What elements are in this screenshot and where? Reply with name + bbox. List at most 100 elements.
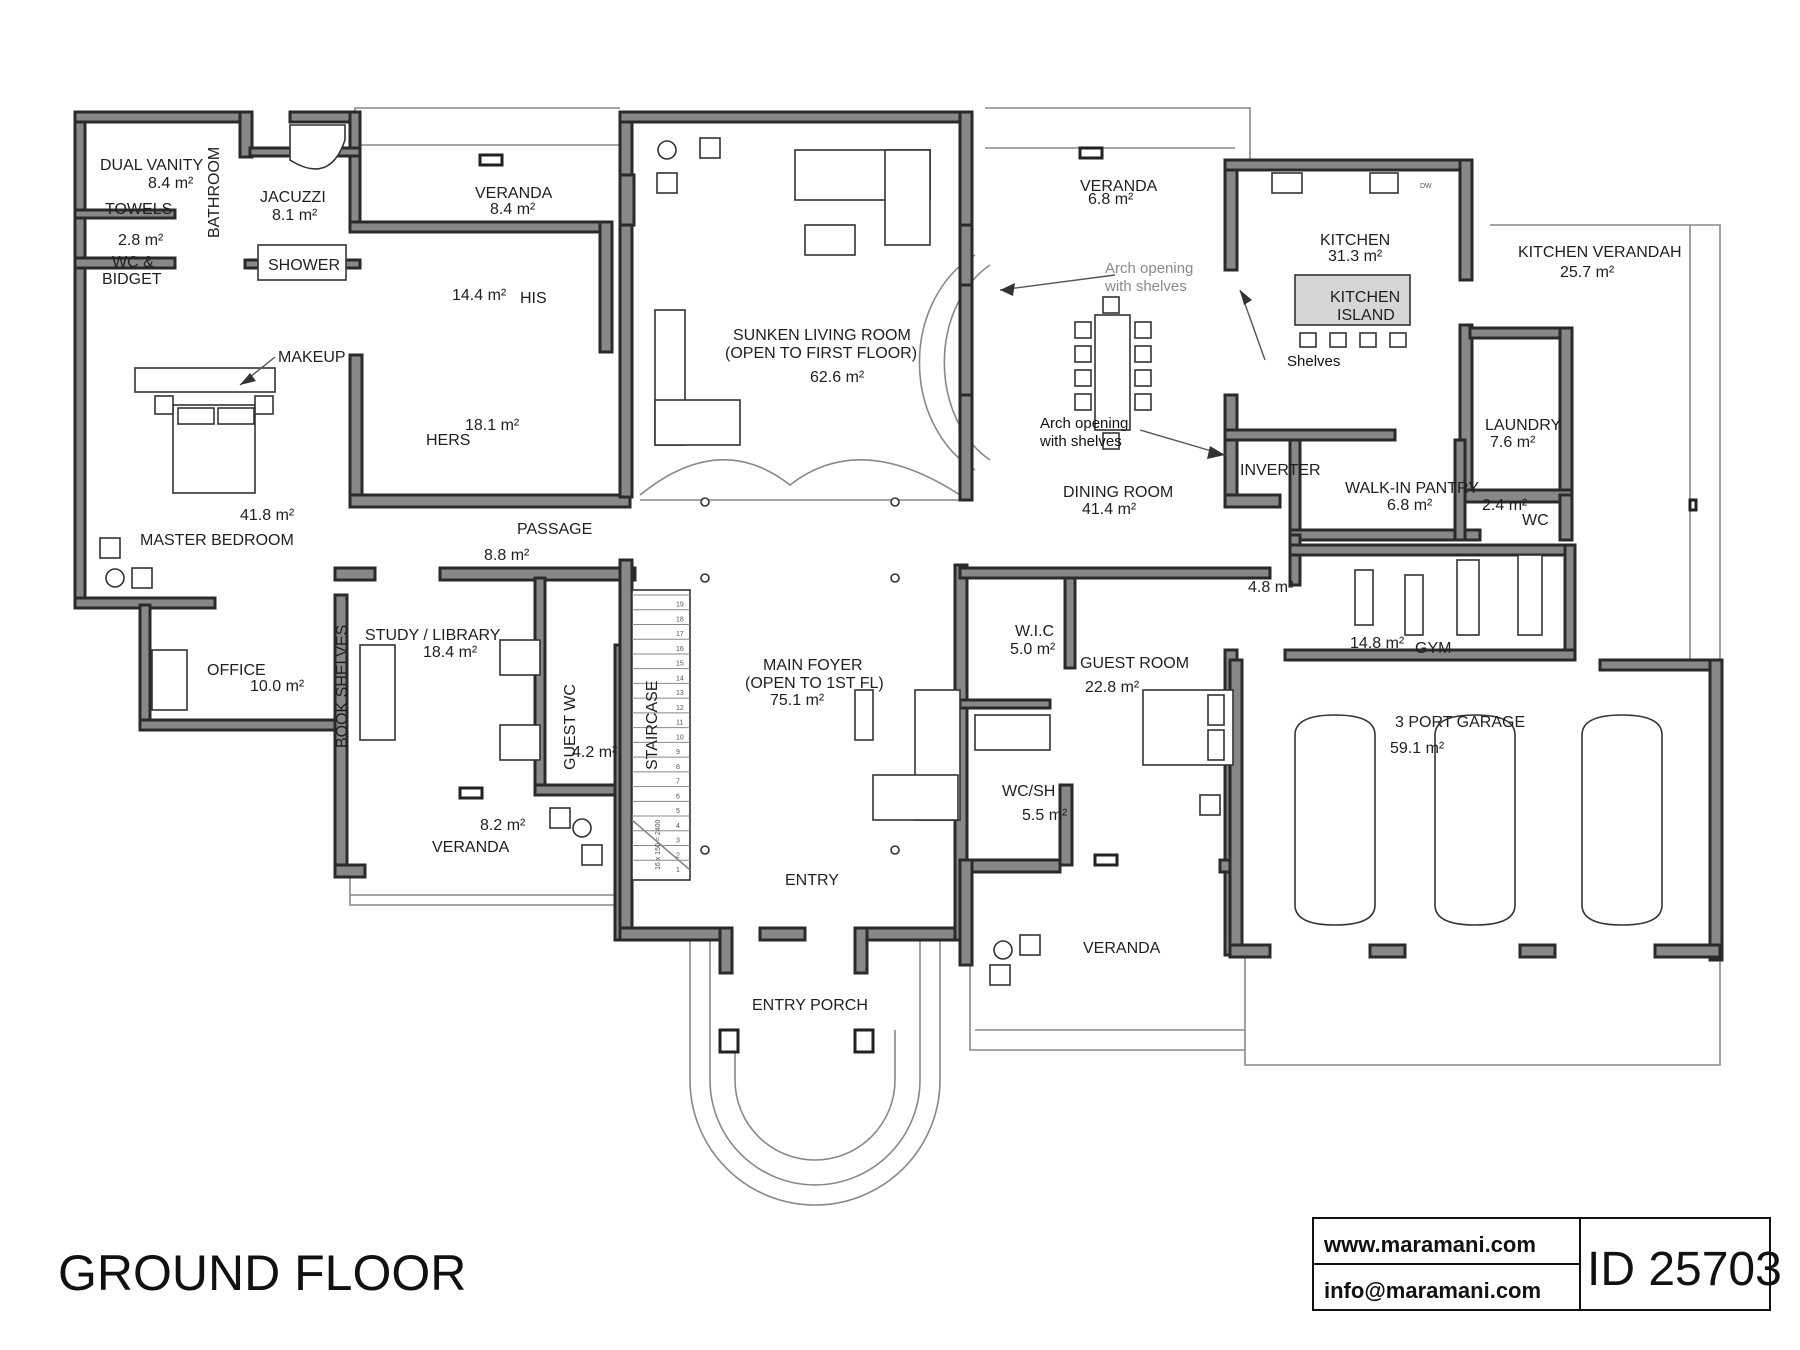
kitchen-area: 31.3 m² <box>1328 248 1383 265</box>
stair-step-number: 5 <box>676 808 680 815</box>
walls <box>73 110 1724 975</box>
kitchen-island-label-1: KITCHEN <box>1330 289 1400 306</box>
guest-room-label: GUEST ROOM <box>1080 655 1189 672</box>
gym-label: GYM <box>1415 640 1451 657</box>
staircase-label: STAIRCASE <box>644 681 661 771</box>
master-bedroom-area: 41.8 m² <box>240 507 295 524</box>
gym-area: 14.8 m² <box>1350 635 1405 652</box>
living-label-1: SUNKEN LIVING ROOM <box>733 327 911 344</box>
stair-step-number: 16 <box>676 646 684 653</box>
kitchen-verandah-label: KITCHEN VERANDAH <box>1518 244 1682 261</box>
veranda-guest-label: VERANDA <box>1083 940 1161 957</box>
stair-step-number: 15 <box>676 661 684 668</box>
pantry-label: WALK-IN PANTRY <box>1345 480 1479 497</box>
columns <box>458 146 1698 1054</box>
brand-block: www.maramani.com info@maramani.com ID 25… <box>1312 1217 1782 1311</box>
stair-step-number: 11 <box>676 720 683 727</box>
master-bedroom-label: MASTER BEDROOM <box>140 532 294 549</box>
website-text: www.maramani.com <box>1323 1232 1536 1257</box>
his-label: HIS <box>520 290 547 307</box>
stair-step-number: 4 <box>676 823 680 830</box>
jacuzzi-area: 8.1 m² <box>272 207 318 224</box>
stair-step-number: 19 <box>676 602 684 609</box>
page-title: GROUND FLOOR <box>58 1245 466 1301</box>
veranda-dining-label: VERANDA <box>1080 178 1158 195</box>
passage-area: 8.8 m² <box>484 547 530 564</box>
jacuzzi-label: JACUZZI <box>260 189 326 206</box>
wc-sh-area: 5.5 m² <box>1022 807 1068 824</box>
arch-note-1-line-2: with shelves <box>1104 278 1187 295</box>
guest-wc-label: GUEST WC <box>562 684 579 770</box>
stair-step-number: 9 <box>676 749 680 756</box>
pantry-area: 6.8 m² <box>1387 497 1433 514</box>
room-labels: DUAL VANITY 8.4 m² TOWELS BATHROOM JACUZ… <box>100 147 1682 1014</box>
arrows <box>239 274 1266 459</box>
wc-bidget-area: 2.8 m² <box>118 232 164 249</box>
shelves-label: Shelves <box>1287 353 1340 370</box>
stair-step-number: 7 <box>676 779 680 786</box>
stair-step-number: 6 <box>676 793 680 800</box>
dining-label: DINING ROOM <box>1063 484 1173 501</box>
kitchen-label: KITCHEN <box>1320 232 1390 249</box>
wc-bidget-label-2: BIDGET <box>102 271 162 288</box>
dual-vanity-area: 8.4 m² <box>148 175 194 192</box>
living-label-2: (OPEN TO FIRST FLOOR) <box>725 345 917 362</box>
furniture <box>99 124 1663 986</box>
laundry-area: 7.6 m² <box>1490 434 1536 451</box>
stair-step-number: 2 <box>676 852 680 859</box>
wc-bidget-label-1: WC & <box>112 254 154 271</box>
makeup-label: MAKEUP <box>278 349 346 366</box>
passage-label: PASSAGE <box>517 521 592 538</box>
stair-step-number: 14 <box>676 675 684 682</box>
kitchen-verandah-area: 25.7 m² <box>1560 264 1615 281</box>
veranda-dining-area: 6.8 m² <box>1088 191 1134 208</box>
arch-note-1-line-1: Arch opening <box>1105 260 1193 277</box>
stair-step-number: 3 <box>676 838 680 845</box>
kitchen-island-label-2: ISLAND <box>1337 307 1395 324</box>
arch-note-2-line-1: Arch opening <box>1040 415 1128 432</box>
wic-area: 5.0 m² <box>1010 641 1056 658</box>
office-area: 10.0 m² <box>250 678 305 695</box>
dual-vanity-label: DUAL VANITY <box>100 157 203 174</box>
shower-label: SHOWER <box>268 257 340 274</box>
stair-step-number: 18 <box>676 616 684 623</box>
book-shelves-label: BOOK SHELVES <box>334 625 351 748</box>
laundry-label: LAUNDRY <box>1485 417 1562 434</box>
entry-porch-label: ENTRY PORCH <box>752 997 868 1014</box>
garage-area: 59.1 m² <box>1390 740 1445 757</box>
stair-step-number: 1 <box>676 867 680 874</box>
veranda-study-area: 8.2 m² <box>480 817 526 834</box>
inverter-label: INVERTER <box>1240 462 1321 479</box>
dining-area: 41.4 m² <box>1082 501 1137 518</box>
guest-wc-area: 4.2 m² <box>572 744 618 761</box>
staircase-note: 16 x 150 = 2400 <box>655 819 662 870</box>
foyer-label-1: MAIN FOYER <box>763 657 863 674</box>
stair-step-number: 12 <box>676 705 684 712</box>
veranda-top-area: 8.4 m² <box>490 201 536 218</box>
veranda-top-label: VERANDA <box>475 185 553 202</box>
hers-area: 18.1 m² <box>465 417 520 434</box>
study-area: 18.4 m² <box>423 644 478 661</box>
his-area: 14.4 m² <box>452 287 507 304</box>
plan-id-text: ID 25703 <box>1587 1243 1782 1296</box>
dw-label: DW <box>1420 183 1432 190</box>
guest-room-area: 22.8 m² <box>1085 679 1140 696</box>
hers-label: HERS <box>426 432 470 449</box>
staircase <box>631 589 691 881</box>
veranda-study-label: VERANDA <box>432 839 510 856</box>
office-label: OFFICE <box>207 662 266 679</box>
arch-note-2-line-2: with shelves <box>1039 433 1122 450</box>
stair-step-number: 10 <box>676 734 684 741</box>
wc-small-area: 2.4 m² <box>1482 497 1528 514</box>
foyer-label-2: (OPEN TO 1ST FL) <box>745 675 884 692</box>
bathroom-label: BATHROOM <box>206 147 223 238</box>
stair-step-number: 8 <box>676 764 680 771</box>
email-text: info@maramani.com <box>1324 1278 1541 1303</box>
entry-label: ENTRY <box>785 872 839 889</box>
wc-sh-label: WC/SH <box>1002 783 1055 800</box>
wic-label: W.I.C <box>1015 623 1054 640</box>
veranda-outlines <box>349 107 1721 1206</box>
foyer-area: 75.1 m² <box>770 692 825 709</box>
